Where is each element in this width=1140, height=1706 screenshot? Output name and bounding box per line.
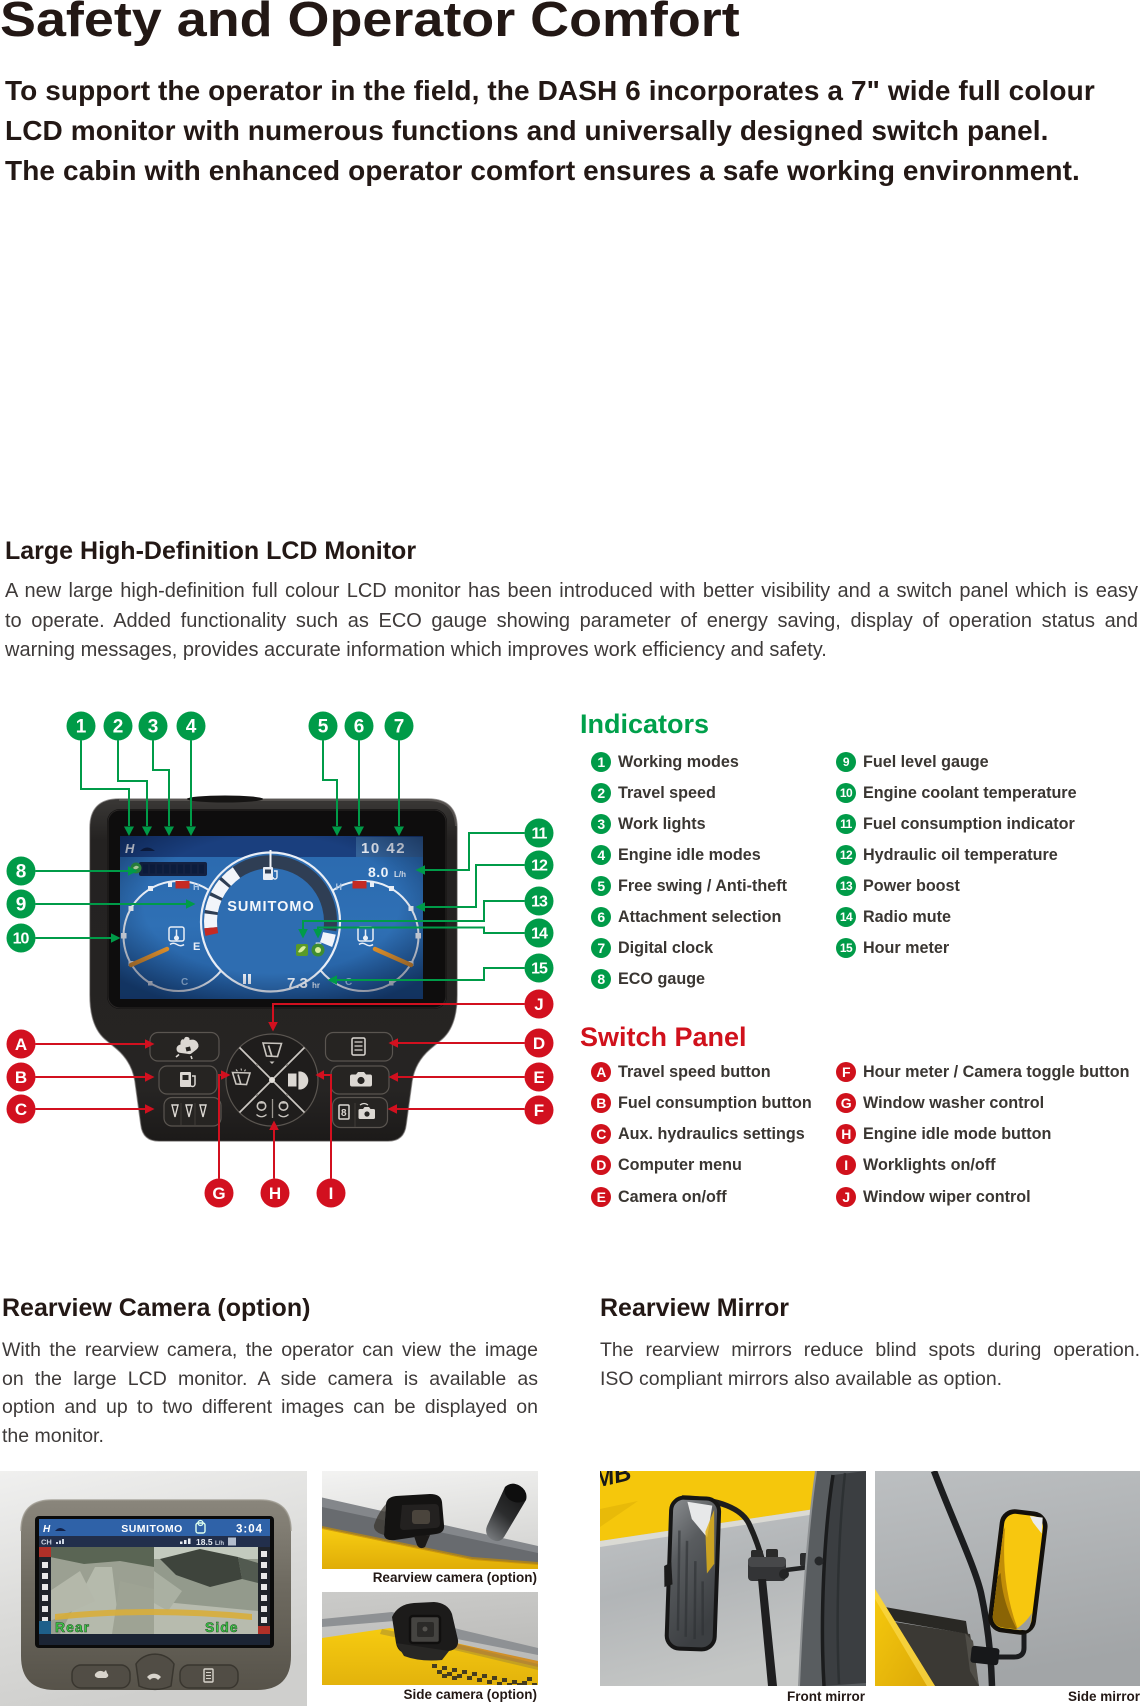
svg-text:5: 5 bbox=[318, 717, 329, 738]
svg-text:3:04: 3:04 bbox=[236, 1524, 263, 1536]
svg-text:14: 14 bbox=[531, 926, 548, 943]
svg-text:10: 10 bbox=[13, 931, 30, 948]
svg-text:3: 3 bbox=[148, 717, 159, 738]
svg-text:6: 6 bbox=[354, 717, 365, 738]
svg-text:8: 8 bbox=[341, 1108, 347, 1119]
svg-text:F: F bbox=[534, 1101, 544, 1120]
svg-text:H: H bbox=[269, 1184, 281, 1203]
svg-text:D: D bbox=[533, 1034, 545, 1053]
svg-text:7: 7 bbox=[394, 717, 405, 738]
svg-text:1: 1 bbox=[76, 717, 87, 738]
svg-text:2: 2 bbox=[113, 717, 124, 738]
svg-text:C: C bbox=[15, 1100, 27, 1119]
svg-text:18.5: 18.5 bbox=[196, 1537, 213, 1547]
svg-text:Rear: Rear bbox=[55, 1619, 90, 1635]
svg-text:4: 4 bbox=[186, 717, 197, 738]
svg-text:8: 8 bbox=[16, 862, 27, 883]
svg-text:15: 15 bbox=[531, 961, 548, 978]
svg-text:13: 13 bbox=[531, 894, 548, 911]
svg-text:B: B bbox=[15, 1068, 27, 1087]
svg-text:I: I bbox=[329, 1184, 334, 1203]
svg-text:CH: CH bbox=[41, 1538, 52, 1547]
svg-text:H: H bbox=[43, 1524, 51, 1535]
svg-text:A: A bbox=[15, 1035, 27, 1054]
svg-text:11: 11 bbox=[532, 826, 548, 843]
svg-text:L/h: L/h bbox=[215, 1541, 224, 1547]
svg-text:G: G bbox=[212, 1184, 225, 1203]
svg-text:J: J bbox=[534, 995, 543, 1014]
svg-text:12: 12 bbox=[531, 858, 548, 875]
svg-text:E: E bbox=[533, 1068, 544, 1087]
svg-text:9: 9 bbox=[16, 895, 27, 916]
svg-text:Side: Side bbox=[205, 1619, 239, 1635]
svg-text:SUMITOMO: SUMITOMO bbox=[121, 1523, 183, 1535]
